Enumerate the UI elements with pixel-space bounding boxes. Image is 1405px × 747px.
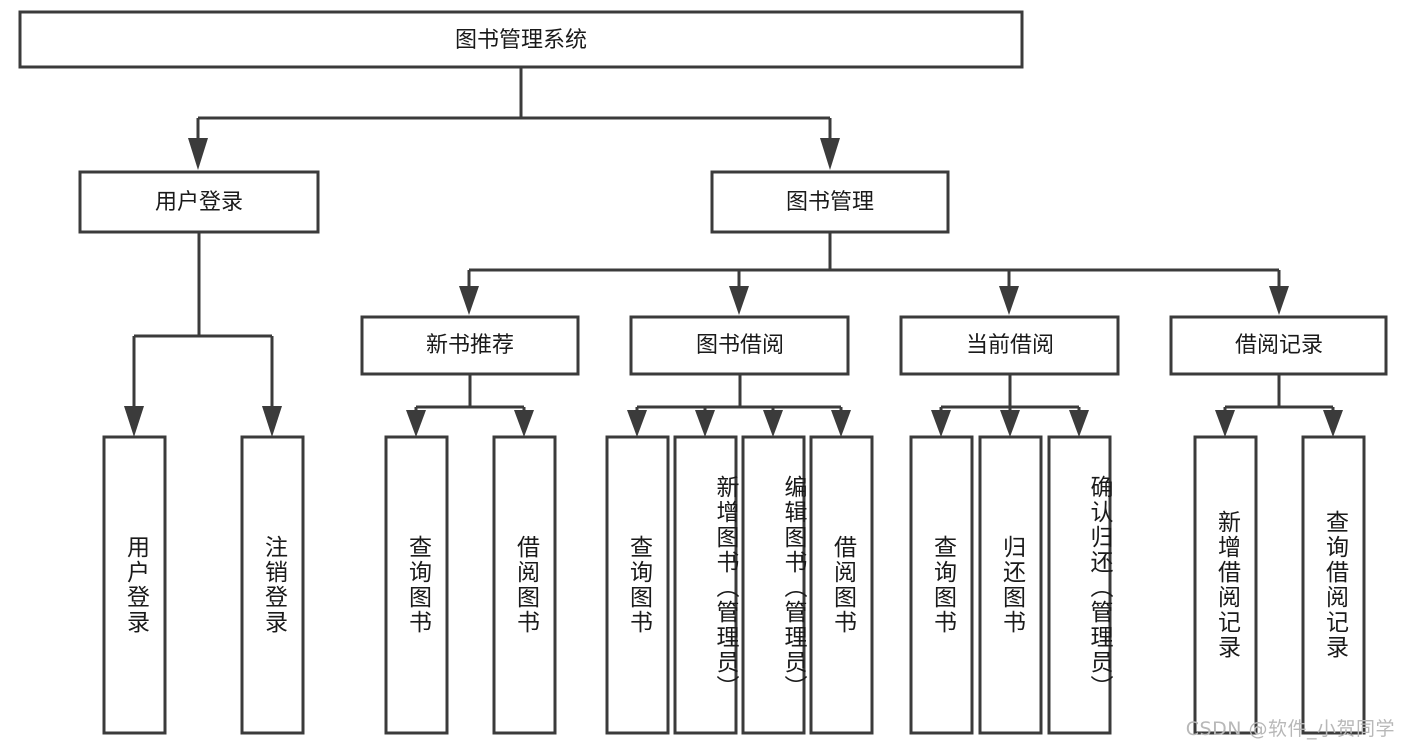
arrowhead-book-mgmt bbox=[820, 138, 840, 170]
root-box[interactable] bbox=[18, 10, 1024, 69]
root-label: 图书管理系统 bbox=[455, 28, 587, 53]
arrowhead-nb-borrow-book bbox=[514, 410, 534, 437]
arrowhead-bb-add-book bbox=[695, 410, 715, 437]
arrowhead-bb-query-book bbox=[627, 410, 647, 437]
arrowhead-nb-query-book bbox=[406, 410, 426, 437]
arrowhead-cb-confirm-return bbox=[1069, 410, 1089, 437]
arrowhead-br-query-record bbox=[1323, 410, 1343, 437]
current-borrow-label: 当前借阅 bbox=[966, 333, 1054, 358]
leaf-box-bb-edit-book[interactable] bbox=[741, 435, 806, 735]
arrowhead-cb-query-book bbox=[931, 410, 951, 437]
leaf-box-bb-add-book[interactable] bbox=[673, 435, 738, 735]
node-book-borrow[interactable]: 图书借阅 bbox=[629, 315, 850, 376]
arrowhead-book-borrow bbox=[729, 286, 749, 315]
arrowhead-bb-borrow-book bbox=[831, 410, 851, 437]
arrowhead-user-login bbox=[188, 138, 208, 170]
leaf-box-nb-query-book[interactable] bbox=[384, 435, 449, 735]
arrowhead-borrow-record bbox=[1269, 286, 1289, 315]
book-borrow-box[interactable] bbox=[629, 315, 850, 376]
node-current-borrow[interactable]: 当前借阅 bbox=[899, 315, 1120, 376]
user-login-label: 用户登录 bbox=[155, 190, 243, 215]
node-user-login[interactable]: 用户登录 bbox=[78, 170, 320, 234]
arrowhead-new-book bbox=[459, 286, 479, 315]
borrow-record-box[interactable] bbox=[1169, 315, 1388, 376]
arrowhead-current-borrow bbox=[999, 286, 1019, 315]
node-root[interactable]: 图书管理系统 bbox=[18, 10, 1024, 69]
arrowhead-br-add-record bbox=[1215, 410, 1235, 437]
csdn-watermark: CSDN @软件_小贺同学 bbox=[1185, 718, 1395, 740]
new-book-recommend-box[interactable] bbox=[360, 315, 580, 376]
leaf-box-cb-query-book[interactable] bbox=[909, 435, 974, 735]
leaf-box-user-login[interactable] bbox=[102, 435, 167, 735]
leaf-box-br-add-record[interactable] bbox=[1193, 435, 1258, 735]
new-book-recommend-label: 新书推荐 bbox=[426, 333, 514, 358]
leaf-box-logout[interactable] bbox=[240, 435, 305, 735]
arrowhead-leaf-logout bbox=[262, 406, 282, 437]
leaf-box-br-query-record[interactable] bbox=[1301, 435, 1366, 735]
leaf-box-cb-confirm-return[interactable] bbox=[1047, 435, 1112, 735]
leaf-box-nb-borrow-book[interactable] bbox=[492, 435, 557, 735]
arrowhead-cb-return-book bbox=[1000, 410, 1020, 437]
node-book-management[interactable]: 图书管理 bbox=[710, 170, 950, 234]
current-borrow-box[interactable] bbox=[899, 315, 1120, 376]
borrow-record-label: 借阅记录 bbox=[1235, 333, 1323, 358]
leaf-box-bb-query-book[interactable] bbox=[605, 435, 670, 735]
book-management-label: 图书管理 bbox=[786, 190, 874, 215]
book-management-box[interactable] bbox=[710, 170, 950, 234]
node-borrow-record[interactable]: 借阅记录 bbox=[1169, 315, 1388, 376]
leaf-box-bb-borrow-book[interactable] bbox=[809, 435, 874, 735]
book-borrow-label: 图书借阅 bbox=[696, 333, 784, 358]
node-new-book-recommend[interactable]: 新书推荐 bbox=[360, 315, 580, 376]
arrowhead-bb-edit-book bbox=[763, 410, 783, 437]
leaf-box-cb-return-book[interactable] bbox=[978, 435, 1043, 735]
arrowhead-leaf-user-login bbox=[124, 406, 144, 437]
